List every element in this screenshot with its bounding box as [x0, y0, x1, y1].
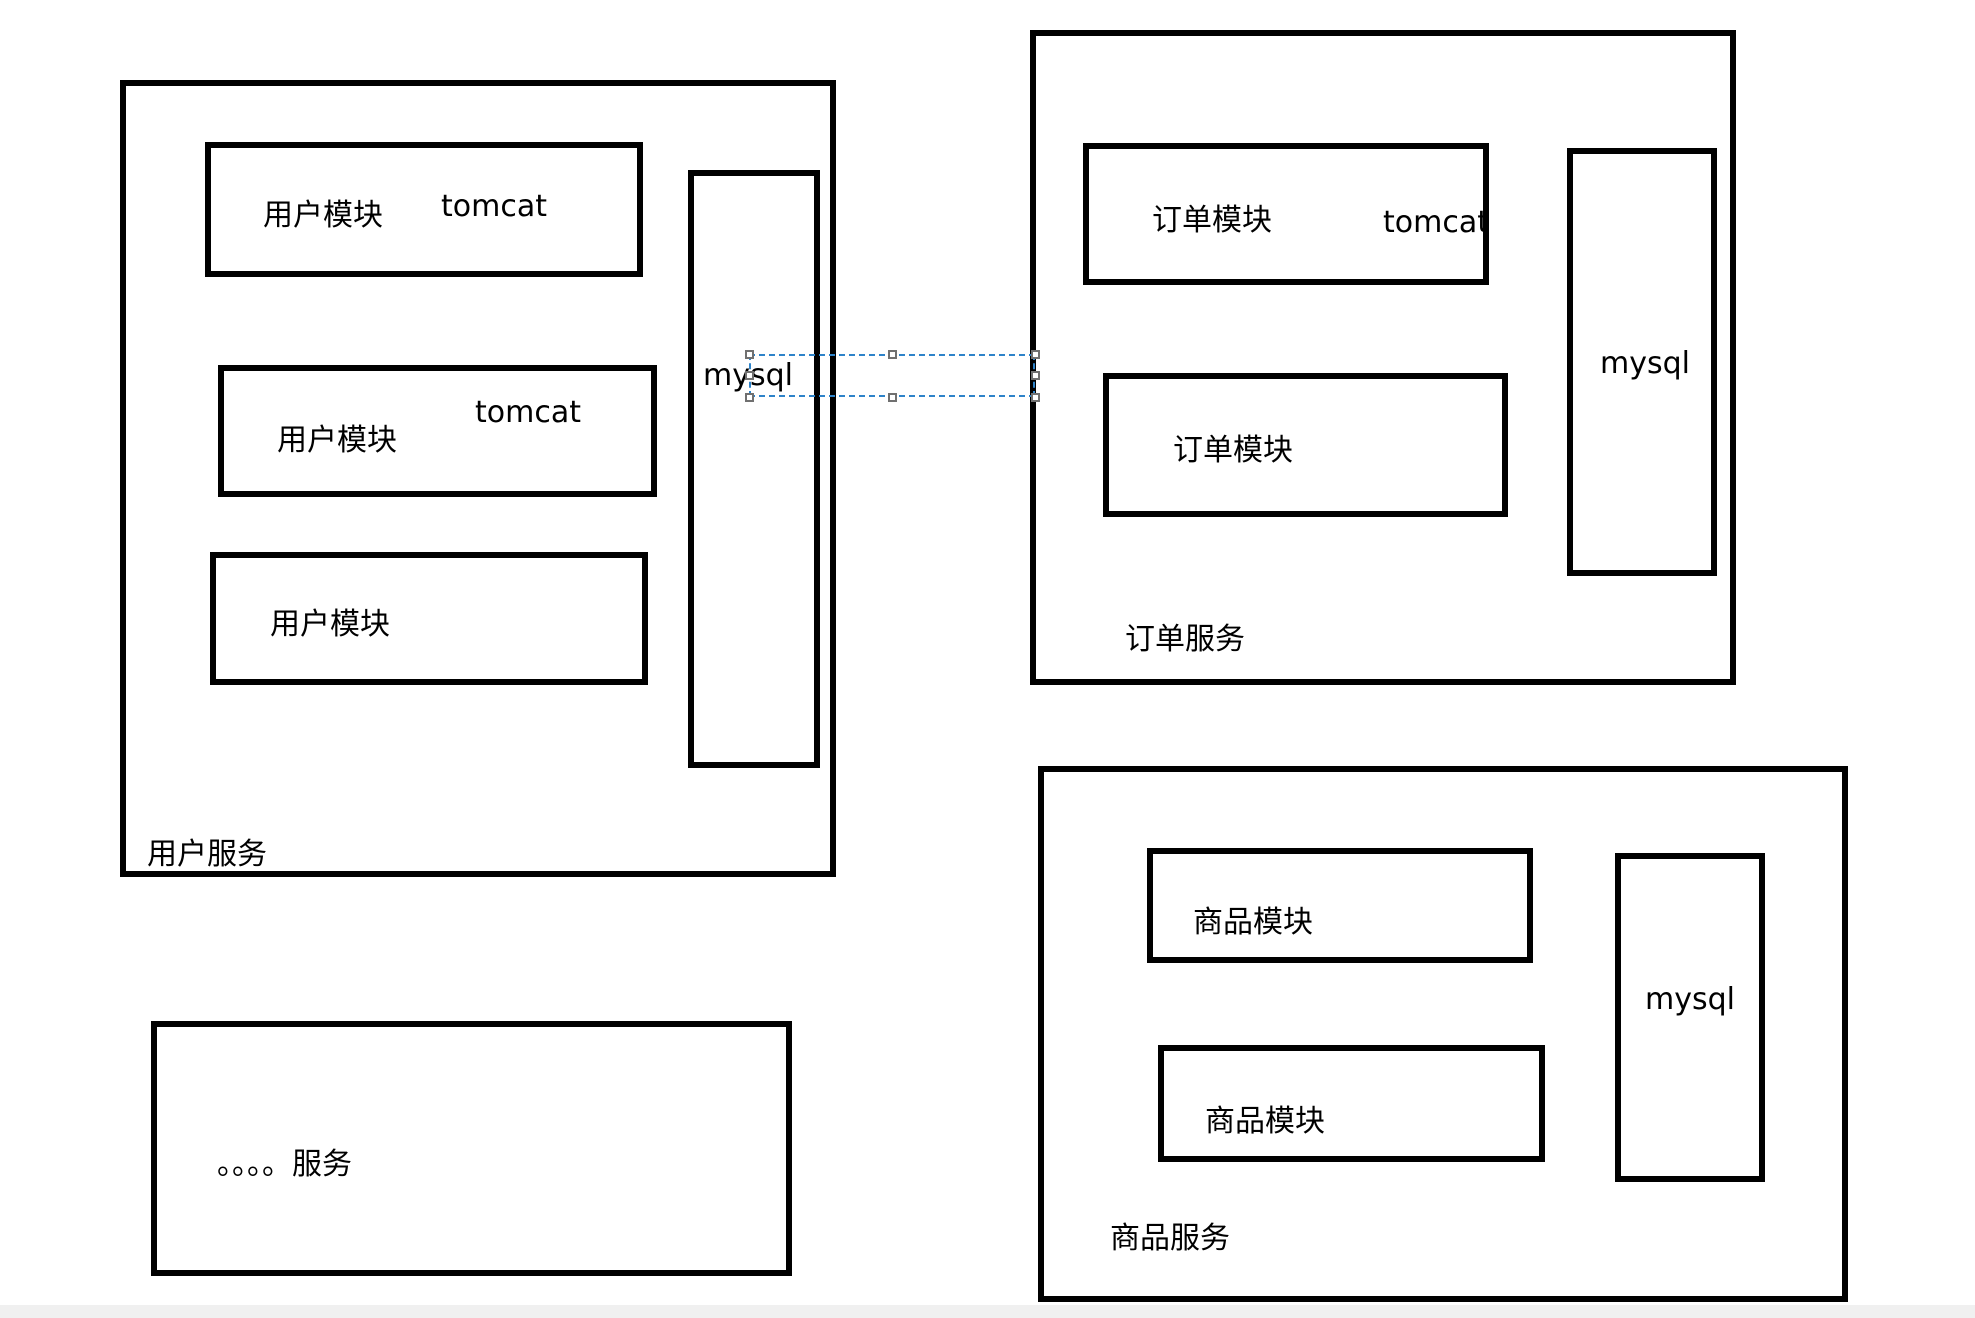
user-service-label: 用户服务 [147, 837, 267, 872]
order-module-2-box[interactable] [1103, 373, 1508, 517]
order-module-1-label: 订单模块 [1152, 203, 1272, 238]
product-module-1-label: 商品模块 [1193, 905, 1313, 940]
selection-handle-w[interactable] [745, 371, 754, 380]
product-service-label: 商品服务 [1110, 1221, 1230, 1256]
etc-service-label: 。。。。服务 [217, 1147, 352, 1182]
order-module-2-label: 订单模块 [1173, 433, 1293, 468]
horizontal-scrollbar-track[interactable] [0, 1305, 1975, 1318]
product-module-2-box[interactable] [1158, 1045, 1545, 1162]
selection-handle-s[interactable] [888, 393, 897, 402]
order-mysql-label: mysql [1600, 346, 1690, 381]
user-module-3-box[interactable] [210, 552, 648, 685]
selection-handle-se[interactable] [1031, 393, 1040, 402]
order-mysql-box[interactable] [1567, 148, 1717, 576]
user-module-1-runtime-label: tomcat [441, 189, 547, 224]
product-mysql-box[interactable] [1615, 853, 1765, 1182]
etc-service-box[interactable] [151, 1021, 792, 1276]
user-module-1-label: 用户模块 [263, 198, 383, 233]
selection-rect [749, 354, 1035, 397]
user-module-2-label: 用户模块 [277, 423, 397, 458]
selection-handle-e[interactable] [1031, 371, 1040, 380]
selection-handle-sw[interactable] [745, 393, 754, 402]
user-module-1-box[interactable] [205, 142, 643, 277]
order-module-1-runtime-label: tomcat [1383, 205, 1489, 240]
selection-handle-ne[interactable] [1031, 350, 1040, 359]
user-mysql-box[interactable] [688, 170, 820, 768]
order-service-label: 订单服务 [1125, 622, 1245, 657]
product-mysql-label: mysql [1645, 982, 1735, 1017]
selection-handle-n[interactable] [888, 350, 897, 359]
selection-handle-nw[interactable] [745, 350, 754, 359]
product-module-2-label: 商品模块 [1205, 1104, 1325, 1139]
order-module-1-box[interactable] [1083, 143, 1489, 285]
user-module-3-label: 用户模块 [270, 607, 390, 642]
user-module-2-runtime-label: tomcat [475, 395, 581, 430]
user-module-2-box[interactable] [218, 365, 657, 497]
product-module-1-box[interactable] [1147, 848, 1533, 963]
